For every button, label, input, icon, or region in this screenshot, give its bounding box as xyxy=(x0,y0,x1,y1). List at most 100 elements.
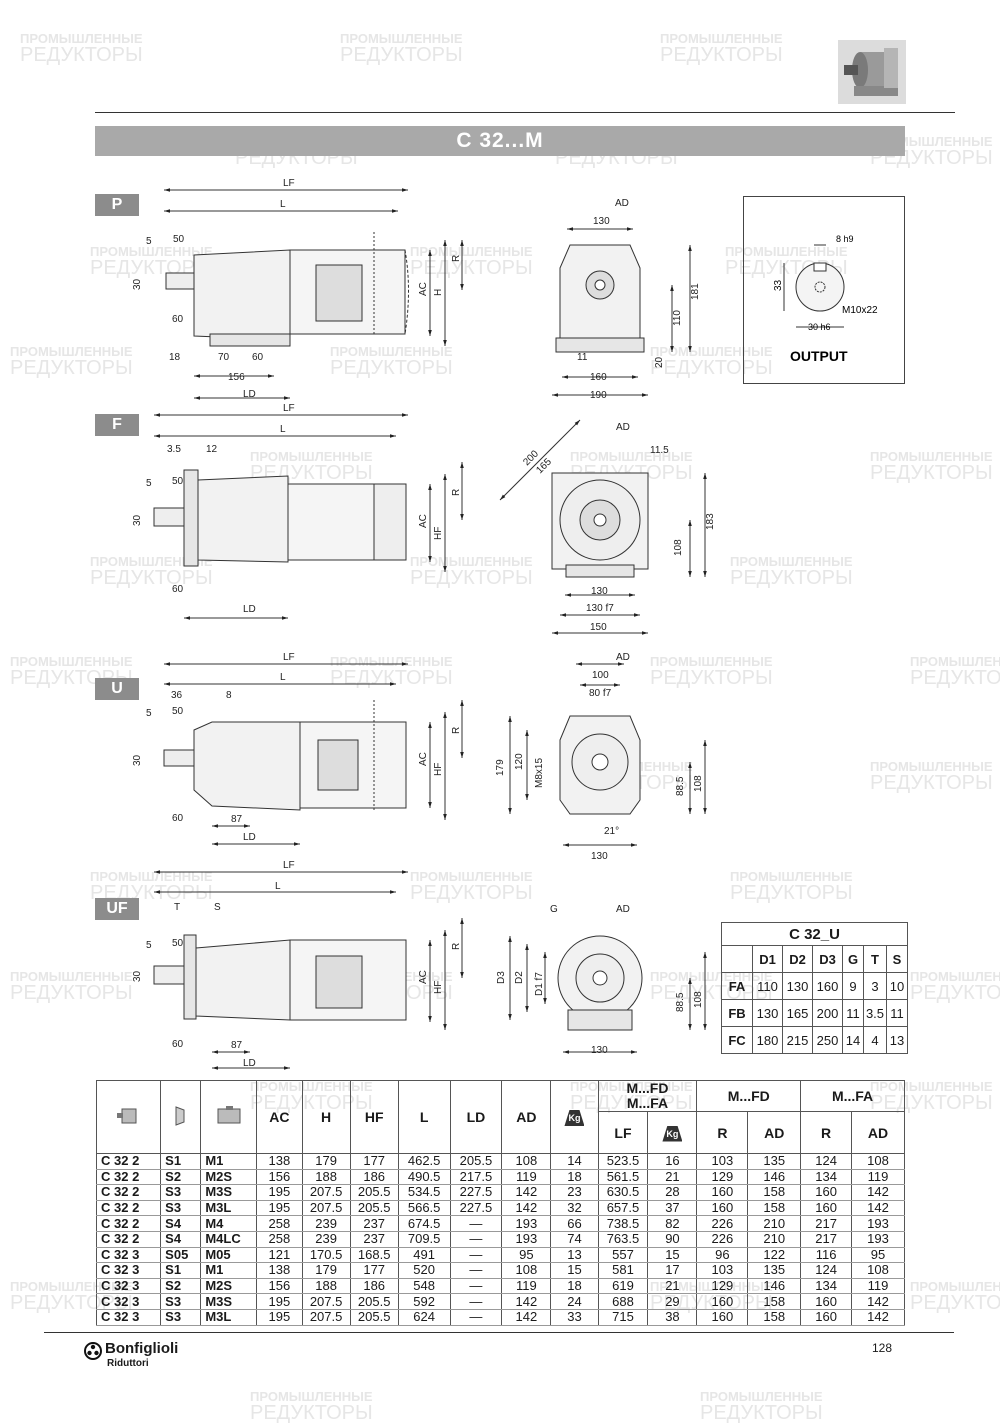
table-cell: 177 xyxy=(349,1153,399,1170)
dim-f-30: 30 xyxy=(132,514,143,526)
dim-f-lf: LF xyxy=(283,403,295,414)
dim-f-35: 3.5 xyxy=(167,444,181,455)
table-cell: M3L xyxy=(200,1309,258,1326)
dim-uf-l: L xyxy=(275,881,281,892)
output-33-dim: 33 xyxy=(773,279,784,291)
table-cell: — xyxy=(449,1215,503,1232)
motor-column-header xyxy=(200,1080,258,1154)
dim-f-r: R xyxy=(451,489,462,496)
table-cell: 170.5 xyxy=(301,1246,351,1264)
c32u-cell: 200 xyxy=(812,999,843,1027)
table-cell: 108 xyxy=(501,1153,552,1170)
table-cell: S3 xyxy=(160,1184,202,1201)
table-cell: 15 xyxy=(647,1246,698,1264)
dim-f-12: 12 xyxy=(206,444,218,455)
drawing-uf-side xyxy=(153,870,464,1070)
table-cell: 226 xyxy=(696,1215,749,1232)
c32u-header-d2: D2 xyxy=(782,945,813,973)
table-cell: 13 xyxy=(550,1246,599,1264)
dim-u-l: L xyxy=(280,672,286,683)
table-cell: 142 xyxy=(851,1184,905,1201)
table-cell: 121 xyxy=(256,1246,303,1264)
table-cell: 38 xyxy=(647,1309,698,1326)
dim-p-50: 50 xyxy=(173,234,185,245)
dim-u-5: 5 xyxy=(146,708,152,719)
dim-p-ad: AD xyxy=(615,198,629,209)
header-ld: LD xyxy=(449,1080,503,1154)
table-cell: 210 xyxy=(747,1231,802,1248)
table-cell: 226 xyxy=(696,1231,749,1248)
dim-uf-60: 60 xyxy=(172,1039,184,1050)
page-number: 128 xyxy=(872,1341,893,1355)
c32u-row-fa: FA 110 130 160 9 3 10 xyxy=(721,972,908,1000)
dim-u-30: 30 xyxy=(132,754,143,766)
table-cell: 210 xyxy=(747,1215,802,1232)
drawing-uf-front xyxy=(508,935,707,1054)
table-cell: 124 xyxy=(800,1153,853,1170)
table-cell: 29 xyxy=(647,1293,698,1310)
dim-f-115: 11.5 xyxy=(650,445,669,456)
header-l: L xyxy=(397,1080,451,1154)
header-ad: AD xyxy=(501,1080,552,1154)
table-cell: 619 xyxy=(597,1278,649,1295)
drawing-f-side xyxy=(153,413,464,620)
dim-p-110: 110 xyxy=(672,310,683,326)
table-cell: S4 xyxy=(160,1215,202,1232)
table-cell: 520 xyxy=(397,1262,451,1279)
table-cell: M2S xyxy=(200,1169,258,1186)
section-badge-f: F xyxy=(95,414,139,436)
output-key-dim: 8 h9 xyxy=(836,234,854,244)
header-weight-fd: Kg xyxy=(647,1111,698,1154)
dim-f-ac: AC xyxy=(418,514,429,528)
c32u-cell: FA xyxy=(721,972,753,1000)
table-cell: C 32 2 xyxy=(95,1169,162,1186)
table-cell: 227.5 xyxy=(449,1200,503,1217)
header-lf: LF xyxy=(597,1111,649,1154)
table-cell: 119 xyxy=(501,1169,552,1186)
table-cell: 160 xyxy=(800,1309,853,1326)
technical-drawings: LF L 5 50 30 60 18 70 60 156 LD AC H R A… xyxy=(132,178,716,1070)
table-cell: C 32 2 xyxy=(95,1231,162,1248)
table-cell: 116 xyxy=(800,1246,853,1264)
header-group-fa: M...FA xyxy=(800,1080,905,1112)
table-cell: 160 xyxy=(696,1200,749,1217)
table-cell: M1 xyxy=(200,1262,258,1279)
table-cell: 523.5 xyxy=(597,1153,649,1170)
dim-u-36: 36 xyxy=(171,690,183,701)
table-cell: 138 xyxy=(256,1262,303,1279)
c32u-cell: 180 xyxy=(752,1026,783,1054)
table-cell: 207.5 xyxy=(301,1293,351,1310)
dim-p-18: 18 xyxy=(169,352,181,363)
table-cell: C 32 3 xyxy=(95,1293,162,1310)
table-cell: 557 xyxy=(597,1246,649,1264)
table-cell: 108 xyxy=(851,1262,905,1279)
table-cell: S1 xyxy=(160,1153,202,1170)
c32u-cell: 130 xyxy=(752,999,783,1027)
table-cell: 561.5 xyxy=(597,1169,649,1186)
drawing-p-side xyxy=(164,188,464,400)
dim-f-183: 183 xyxy=(705,513,716,530)
table-cell: 103 xyxy=(696,1153,749,1170)
dim-u-100: 100 xyxy=(592,670,609,681)
table-cell: 74 xyxy=(550,1231,599,1248)
c32u-cell: 3 xyxy=(863,972,887,1000)
c32u-row-fc: FC 180 215 250 14 4 13 xyxy=(721,1026,908,1054)
dim-p-60: 60 xyxy=(172,314,184,325)
dim-p-lf: LF xyxy=(283,178,295,189)
table-cell: 160 xyxy=(800,1293,853,1310)
c32u-flange-table: C 32_U D1 D2 D3 G T S FA 110 130 160 9 3… xyxy=(721,922,908,1054)
dim-uf-d2: D2 xyxy=(514,971,525,984)
watermark-line2: РЕДУКТОРЫ xyxy=(250,1402,373,1424)
table-cell: S2 xyxy=(160,1169,202,1186)
table-cell: M3L xyxy=(200,1200,258,1217)
table-cell: 624 xyxy=(397,1309,451,1326)
c32u-cell: 10 xyxy=(886,972,908,1000)
drawing-f-front xyxy=(499,419,707,635)
table-cell: 103 xyxy=(696,1262,749,1279)
dim-u-60: 60 xyxy=(172,813,184,824)
table-cell: 138 xyxy=(256,1153,303,1170)
